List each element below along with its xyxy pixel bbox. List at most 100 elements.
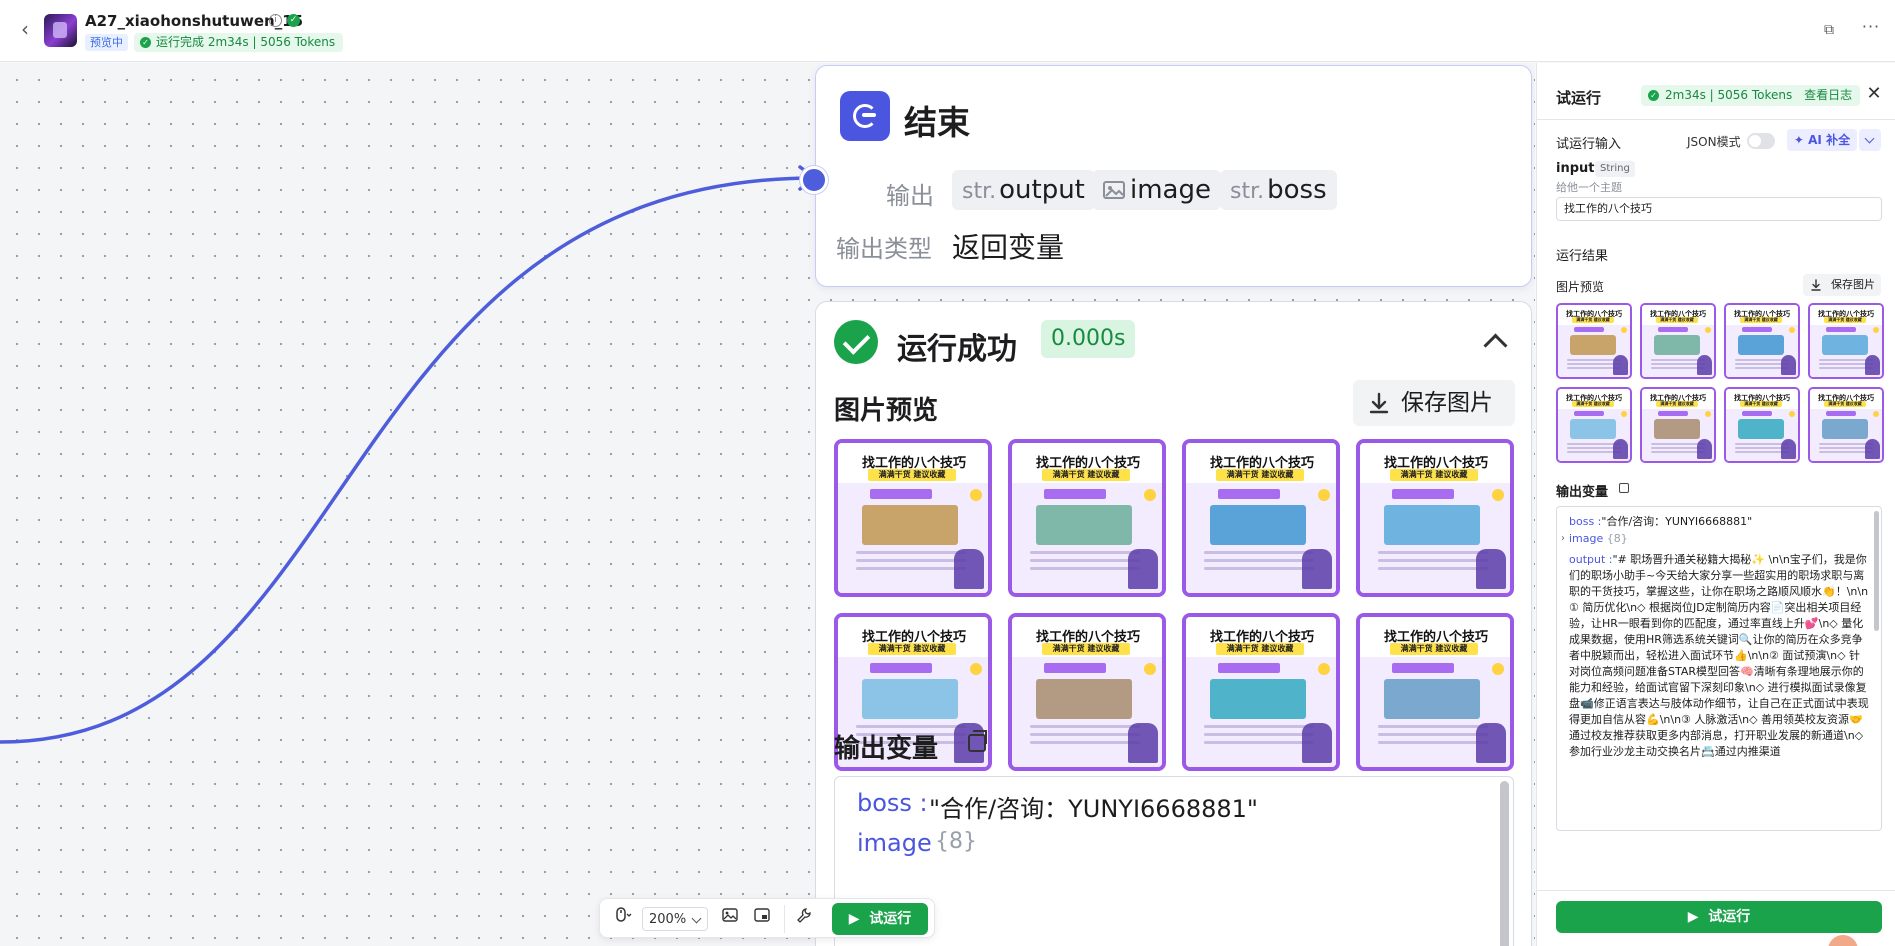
copy-window-icon[interactable]: ⧉ <box>1824 22 1834 38</box>
end-node[interactable]: 结束 输出 str.output image str.boss 输出类型 返回变… <box>800 65 1532 287</box>
image-card[interactable]: 找工作的八个技巧满满干货 建议收藏 <box>1356 613 1514 771</box>
smile-icon <box>1789 411 1795 417</box>
avatar[interactable] <box>1828 935 1858 946</box>
image-card[interactable]: 找工作的八个技巧满满干货 建议收藏 <box>1640 303 1716 379</box>
save-image-button[interactable]: 保存图片 <box>1803 274 1881 296</box>
image-card[interactable]: 找工作的八个技巧满满干货 建议收藏 <box>1556 387 1632 463</box>
save-image-label: 保存图片 <box>1401 390 1493 416</box>
test-run-button[interactable]: ▶ 试运行 <box>1556 901 1882 933</box>
card-text-line <box>1030 559 1140 562</box>
output-label: 输出 <box>886 182 934 210</box>
card-figure <box>1865 439 1880 459</box>
card-text-line <box>1567 367 1621 369</box>
panel-title: 试运行 <box>1556 89 1602 107</box>
back-arrow-icon[interactable]: ‹ <box>21 17 29 41</box>
input-field[interactable]: 找工作的八个技巧 <box>1556 197 1882 221</box>
card-theme-tag <box>1742 327 1772 332</box>
run-status-text: 运行完成 2m34s | 5056 Tokens <box>156 35 336 49</box>
card-text-line <box>1819 359 1873 361</box>
scrollbar[interactable] <box>1500 781 1509 946</box>
card-subtitle: 满满干货 建议收藏 <box>1216 643 1304 655</box>
duration-badge: 0.000s <box>1041 320 1136 358</box>
tool-icon[interactable] <box>792 907 816 931</box>
card-subtitle: 满满干货 建议收藏 <box>1656 401 1698 407</box>
image-card[interactable]: 找工作的八个技巧满满干货 建议收藏 <box>834 613 992 771</box>
card-text-line <box>1651 367 1705 369</box>
card-text-line <box>1735 447 1789 449</box>
card-subtitle: 满满干货 建议收藏 <box>868 643 956 655</box>
card-title: 找工作的八个技巧 <box>861 456 966 471</box>
card-text-line <box>1378 559 1488 562</box>
card-theme-tag <box>1574 411 1604 416</box>
card-text-line <box>1030 567 1140 570</box>
smile-icon <box>1144 663 1156 675</box>
card-subtitle: 满满干货 建议收藏 <box>1042 469 1130 481</box>
card-title: 找工作的八个技巧 <box>1818 394 1874 402</box>
minimap-icon[interactable] <box>750 907 774 931</box>
test-run-button[interactable]: ▶ 试运行 <box>832 903 928 935</box>
boss-var-chip: str.boss <box>1220 170 1337 210</box>
image-card[interactable]: 找工作的八个技巧满满干货 建议收藏 <box>834 439 992 597</box>
close-icon[interactable]: ✕ <box>1866 83 1882 104</box>
card-title: 找工作的八个技巧 <box>1734 394 1790 402</box>
preview-tag: 预览中 <box>85 34 128 51</box>
copy-icon[interactable] <box>1619 483 1629 493</box>
smile-icon <box>1873 411 1879 417</box>
output-vars-title: 输出变量 <box>834 734 939 764</box>
collapse-chevron-icon[interactable] <box>1480 326 1510 356</box>
image-card[interactable]: 找工作的八个技巧满满干货 建议收藏 <box>1008 613 1166 771</box>
image-card[interactable]: 找工作的八个技巧满满干货 建议收藏 <box>1724 387 1800 463</box>
image-count: {8} <box>935 829 977 854</box>
card-subtitle: 满满干货 建议收藏 <box>1740 401 1782 407</box>
card-text-line <box>1567 447 1621 449</box>
image-card[interactable]: 找工作的八个技巧满满干货 建议收藏 <box>1182 439 1340 597</box>
image-row[interactable]: image {8} <box>1569 531 1628 547</box>
image-card[interactable]: 找工作的八个技巧满满干货 建议收藏 <box>1724 303 1800 379</box>
image-card[interactable]: 找工作的八个技巧满满干货 建议收藏 <box>1008 439 1166 597</box>
image-card[interactable]: 找工作的八个技巧满满干货 建议收藏 <box>1808 387 1884 463</box>
image-card[interactable]: 找工作的八个技巧满满干货 建议收藏 <box>1556 303 1632 379</box>
card-theme-tag <box>1392 663 1454 673</box>
json-mode-toggle[interactable] <box>1747 133 1775 149</box>
image-card[interactable]: 找工作的八个技巧满满干货 建议收藏 <box>1182 613 1340 771</box>
card-illustration <box>1210 505 1306 545</box>
scrollbar[interactable] <box>1874 511 1879 631</box>
view-log-link[interactable]: 查看日志 <box>1804 88 1853 102</box>
more-icon[interactable]: ··· <box>1861 17 1881 36</box>
zoom-select[interactable]: 200% <box>642 907 708 931</box>
copy-icon[interactable] <box>968 730 987 752</box>
workflow-canvas[interactable]: 结束 输出 str.output image str.boss 输出类型 返回变… <box>0 63 1535 946</box>
card-text-line <box>1204 559 1314 562</box>
image-card[interactable]: 找工作的八个技巧满满干货 建议收藏 <box>1640 387 1716 463</box>
card-text-line <box>1378 741 1488 744</box>
card-text-line <box>1735 451 1789 453</box>
boss-key: boss : <box>857 789 928 817</box>
input-port[interactable] <box>800 166 828 194</box>
mouse-mode-icon[interactable] <box>608 907 638 931</box>
run-status-badge: ✓ 运行完成 2m34s | 5056 Tokens <box>134 33 344 52</box>
image-icon[interactable] <box>718 907 742 931</box>
save-image-button[interactable]: 保存图片 <box>1353 380 1515 426</box>
card-illustration <box>1036 505 1132 545</box>
output-type-value: 返回变量 <box>952 231 1065 264</box>
info-icon[interactable]: i <box>269 14 282 27</box>
card-text-line <box>1567 451 1621 453</box>
card-illustration <box>1210 679 1306 719</box>
ai-fill-dropdown-icon[interactable] <box>1859 129 1881 151</box>
run-result-panel: 运行成功 0.000s 图片预览 保存图片 找工作的八个技巧满满干货 建议收藏找… <box>815 301 1532 946</box>
expand-arrow-icon[interactable]: › <box>1561 533 1565 544</box>
card-figure <box>1613 439 1628 459</box>
ai-fill-button[interactable]: ✦ AI 补全 <box>1787 129 1857 151</box>
card-subtitle: 满满干货 建议收藏 <box>1216 469 1304 481</box>
card-illustration <box>1822 335 1868 355</box>
image-key: image <box>1569 532 1604 545</box>
image-card[interactable]: 找工作的八个技巧满满干货 建议收藏 <box>1356 439 1514 597</box>
image-key[interactable]: image <box>857 829 932 857</box>
card-text-line <box>1819 443 1873 445</box>
image-card[interactable]: 找工作的八个技巧满满干货 建议收藏 <box>1808 303 1884 379</box>
card-figure <box>1476 549 1506 589</box>
save-image-label: 保存图片 <box>1831 278 1875 291</box>
smile-icon <box>1144 489 1156 501</box>
card-illustration <box>862 505 958 545</box>
smile-icon <box>1318 663 1330 675</box>
